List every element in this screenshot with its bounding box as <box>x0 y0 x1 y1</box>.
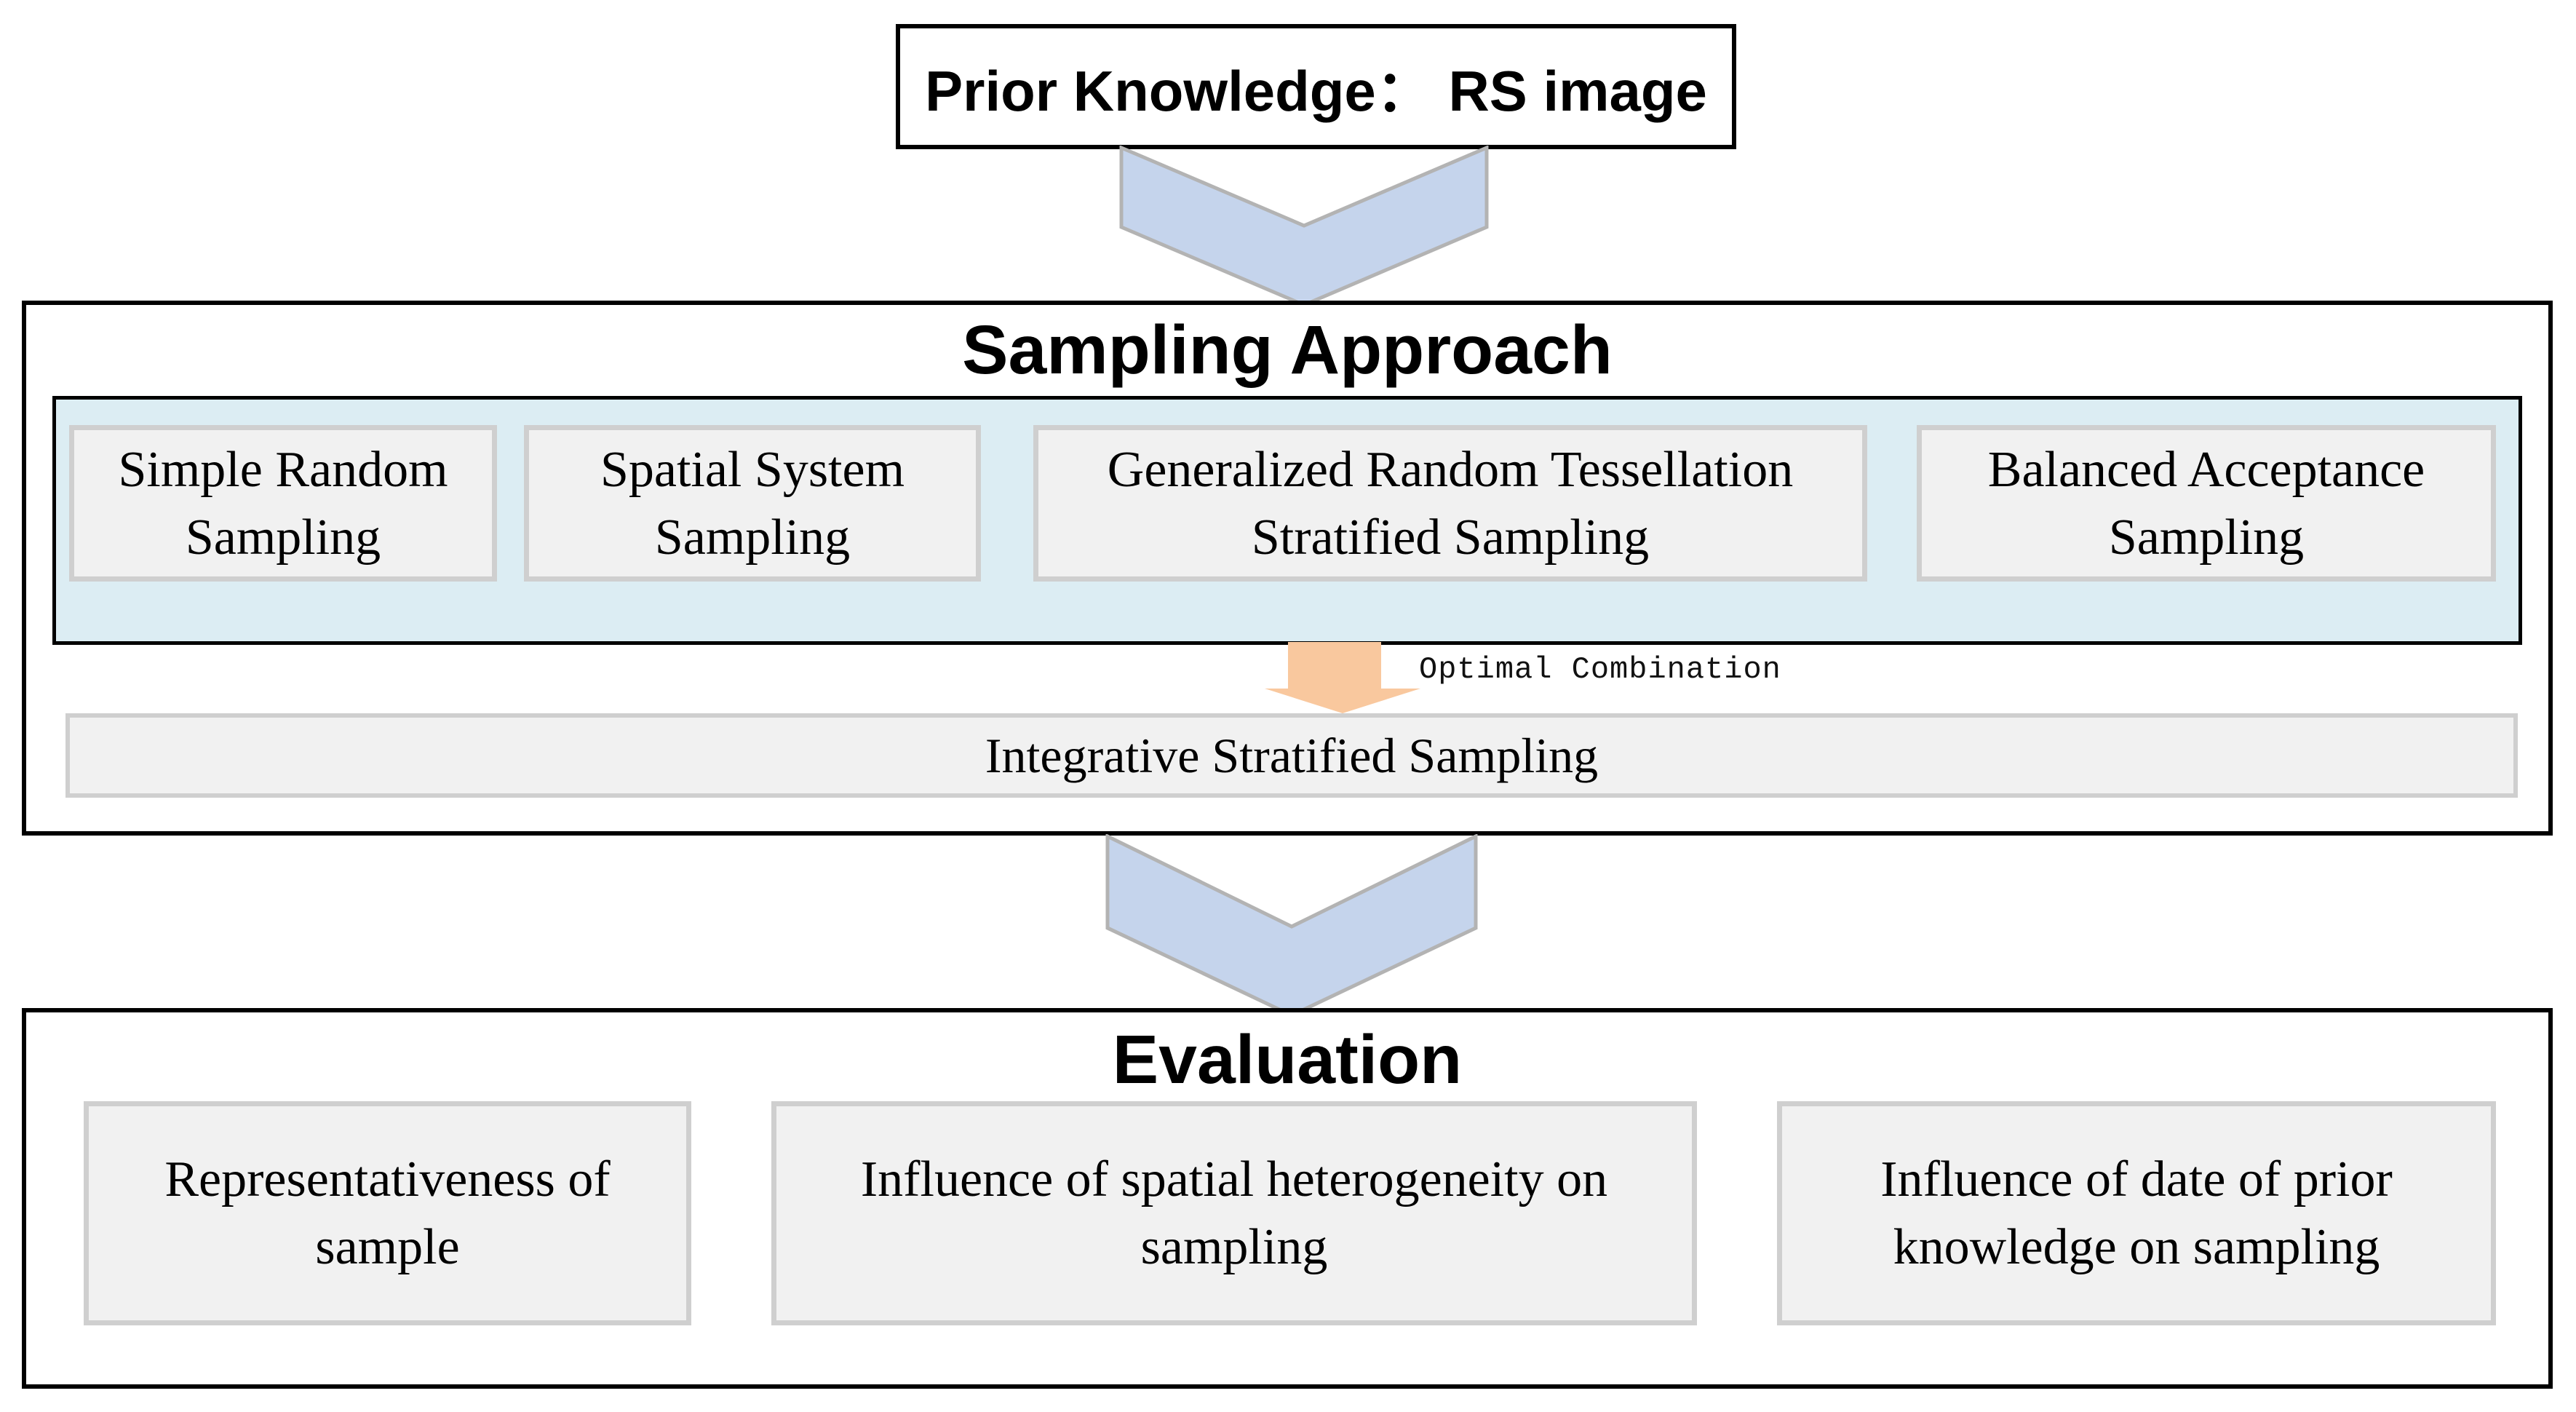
method-grts-sampling: Generalized Random Tessellation Stratifi… <box>1033 425 1867 582</box>
method-label: Simple Random Sampling <box>118 441 448 566</box>
integrative-stratified-sampling-box: Integrative Stratified Sampling <box>65 713 2518 798</box>
method-label: Balanced Acceptance Sampling <box>1987 441 2425 566</box>
sampling-approach-title: Sampling Approach <box>962 312 1613 389</box>
method-simple-random-sampling: Simple Random Sampling <box>69 425 497 582</box>
evaluation-label: Influence of date of prior knowledge on … <box>1880 1151 2393 1275</box>
method-spatial-system-sampling: Spatial System Sampling <box>524 425 981 582</box>
integrative-label: Integrative Stratified Sampling <box>985 728 1599 783</box>
evaluation-representativeness-box: Representativeness of sample <box>84 1101 691 1325</box>
chevron-down-icon <box>1119 146 1489 307</box>
chevron-down-icon <box>1105 834 1478 1018</box>
method-label: Generalized Random Tessellation Stratifi… <box>1107 441 1794 566</box>
prior-knowledge-box: Prior Knowledge： RS image <box>896 24 1736 149</box>
block-arrow-down-icon <box>1265 642 1420 713</box>
evaluation-title: Evaluation <box>1112 1021 1463 1098</box>
evaluation-date-prior-knowledge-box: Influence of date of prior knowledge on … <box>1777 1101 2496 1325</box>
method-balanced-acceptance-sampling: Balanced Acceptance Sampling <box>1917 425 2496 582</box>
evaluation-spatial-heterogeneity-box: Influence of spatial heterogeneity on sa… <box>771 1101 1697 1325</box>
method-label: Spatial System Sampling <box>600 441 905 566</box>
evaluation-label: Influence of spatial heterogeneity on sa… <box>860 1151 1608 1275</box>
optimal-combination-label: Optimal Combination <box>1419 652 1781 687</box>
prior-knowledge-label: Prior Knowledge： RS image <box>925 59 1707 123</box>
evaluation-label: Representativeness of sample <box>164 1151 611 1275</box>
